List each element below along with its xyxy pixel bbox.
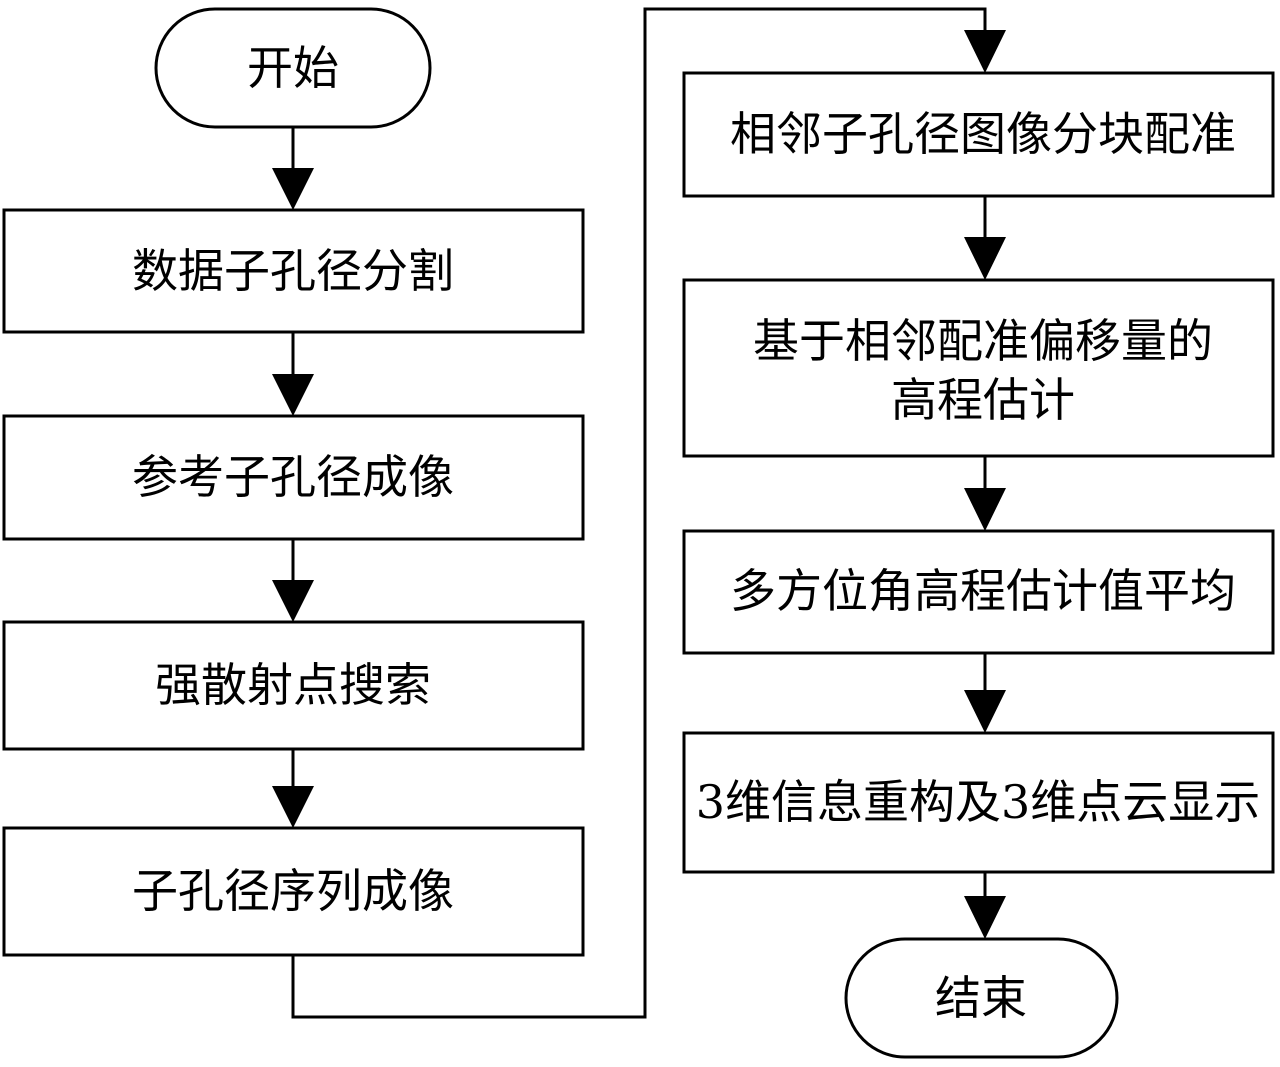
- step-reference-imaging-label: 参考子孔径成像: [132, 450, 454, 504]
- step-height-estimation-label-line1: 基于相邻配准偏移量的: [753, 314, 1213, 368]
- step-scatterer-search-label: 强散射点搜索: [155, 658, 431, 712]
- step-height-estimation-label-line2: 高程估计: [891, 373, 1075, 427]
- arrowhead: [272, 168, 314, 210]
- step-multi-azimuth-average-label: 多方位角高程估计值平均: [730, 564, 1236, 618]
- end-terminal: [844, 937, 1119, 1059]
- step-height-estimation: [682, 278, 1275, 458]
- step-3d-reconstruction: [682, 731, 1275, 874]
- step-scatterer-search: [2, 620, 585, 751]
- arrowhead: [964, 237, 1006, 280]
- step-block-registration-label: 相邻子孔径图像分块配准: [730, 107, 1236, 161]
- start-label: 开始: [247, 41, 339, 95]
- arrowhead: [964, 896, 1006, 939]
- step-block-registration: [682, 71, 1275, 198]
- arrowhead: [272, 374, 314, 416]
- arrowhead: [964, 690, 1006, 733]
- connector-left-to-right: [291, 7, 987, 1019]
- step-3d-reconstruction-label: 3维信息重构及3维点云显示: [696, 775, 1261, 829]
- step-sequence-imaging: [2, 826, 585, 957]
- arrowhead: [964, 488, 1006, 531]
- step-multi-azimuth-average: [682, 529, 1275, 655]
- step-sequence-imaging-label: 子孔径序列成像: [132, 864, 454, 918]
- end-label: 结束: [935, 971, 1027, 1025]
- arrowhead: [964, 30, 1006, 73]
- step-subaperture-split-label: 数据子孔径分割: [132, 244, 454, 298]
- arrowhead: [272, 580, 314, 622]
- arrowhead: [272, 786, 314, 828]
- step-subaperture-split: [2, 208, 585, 334]
